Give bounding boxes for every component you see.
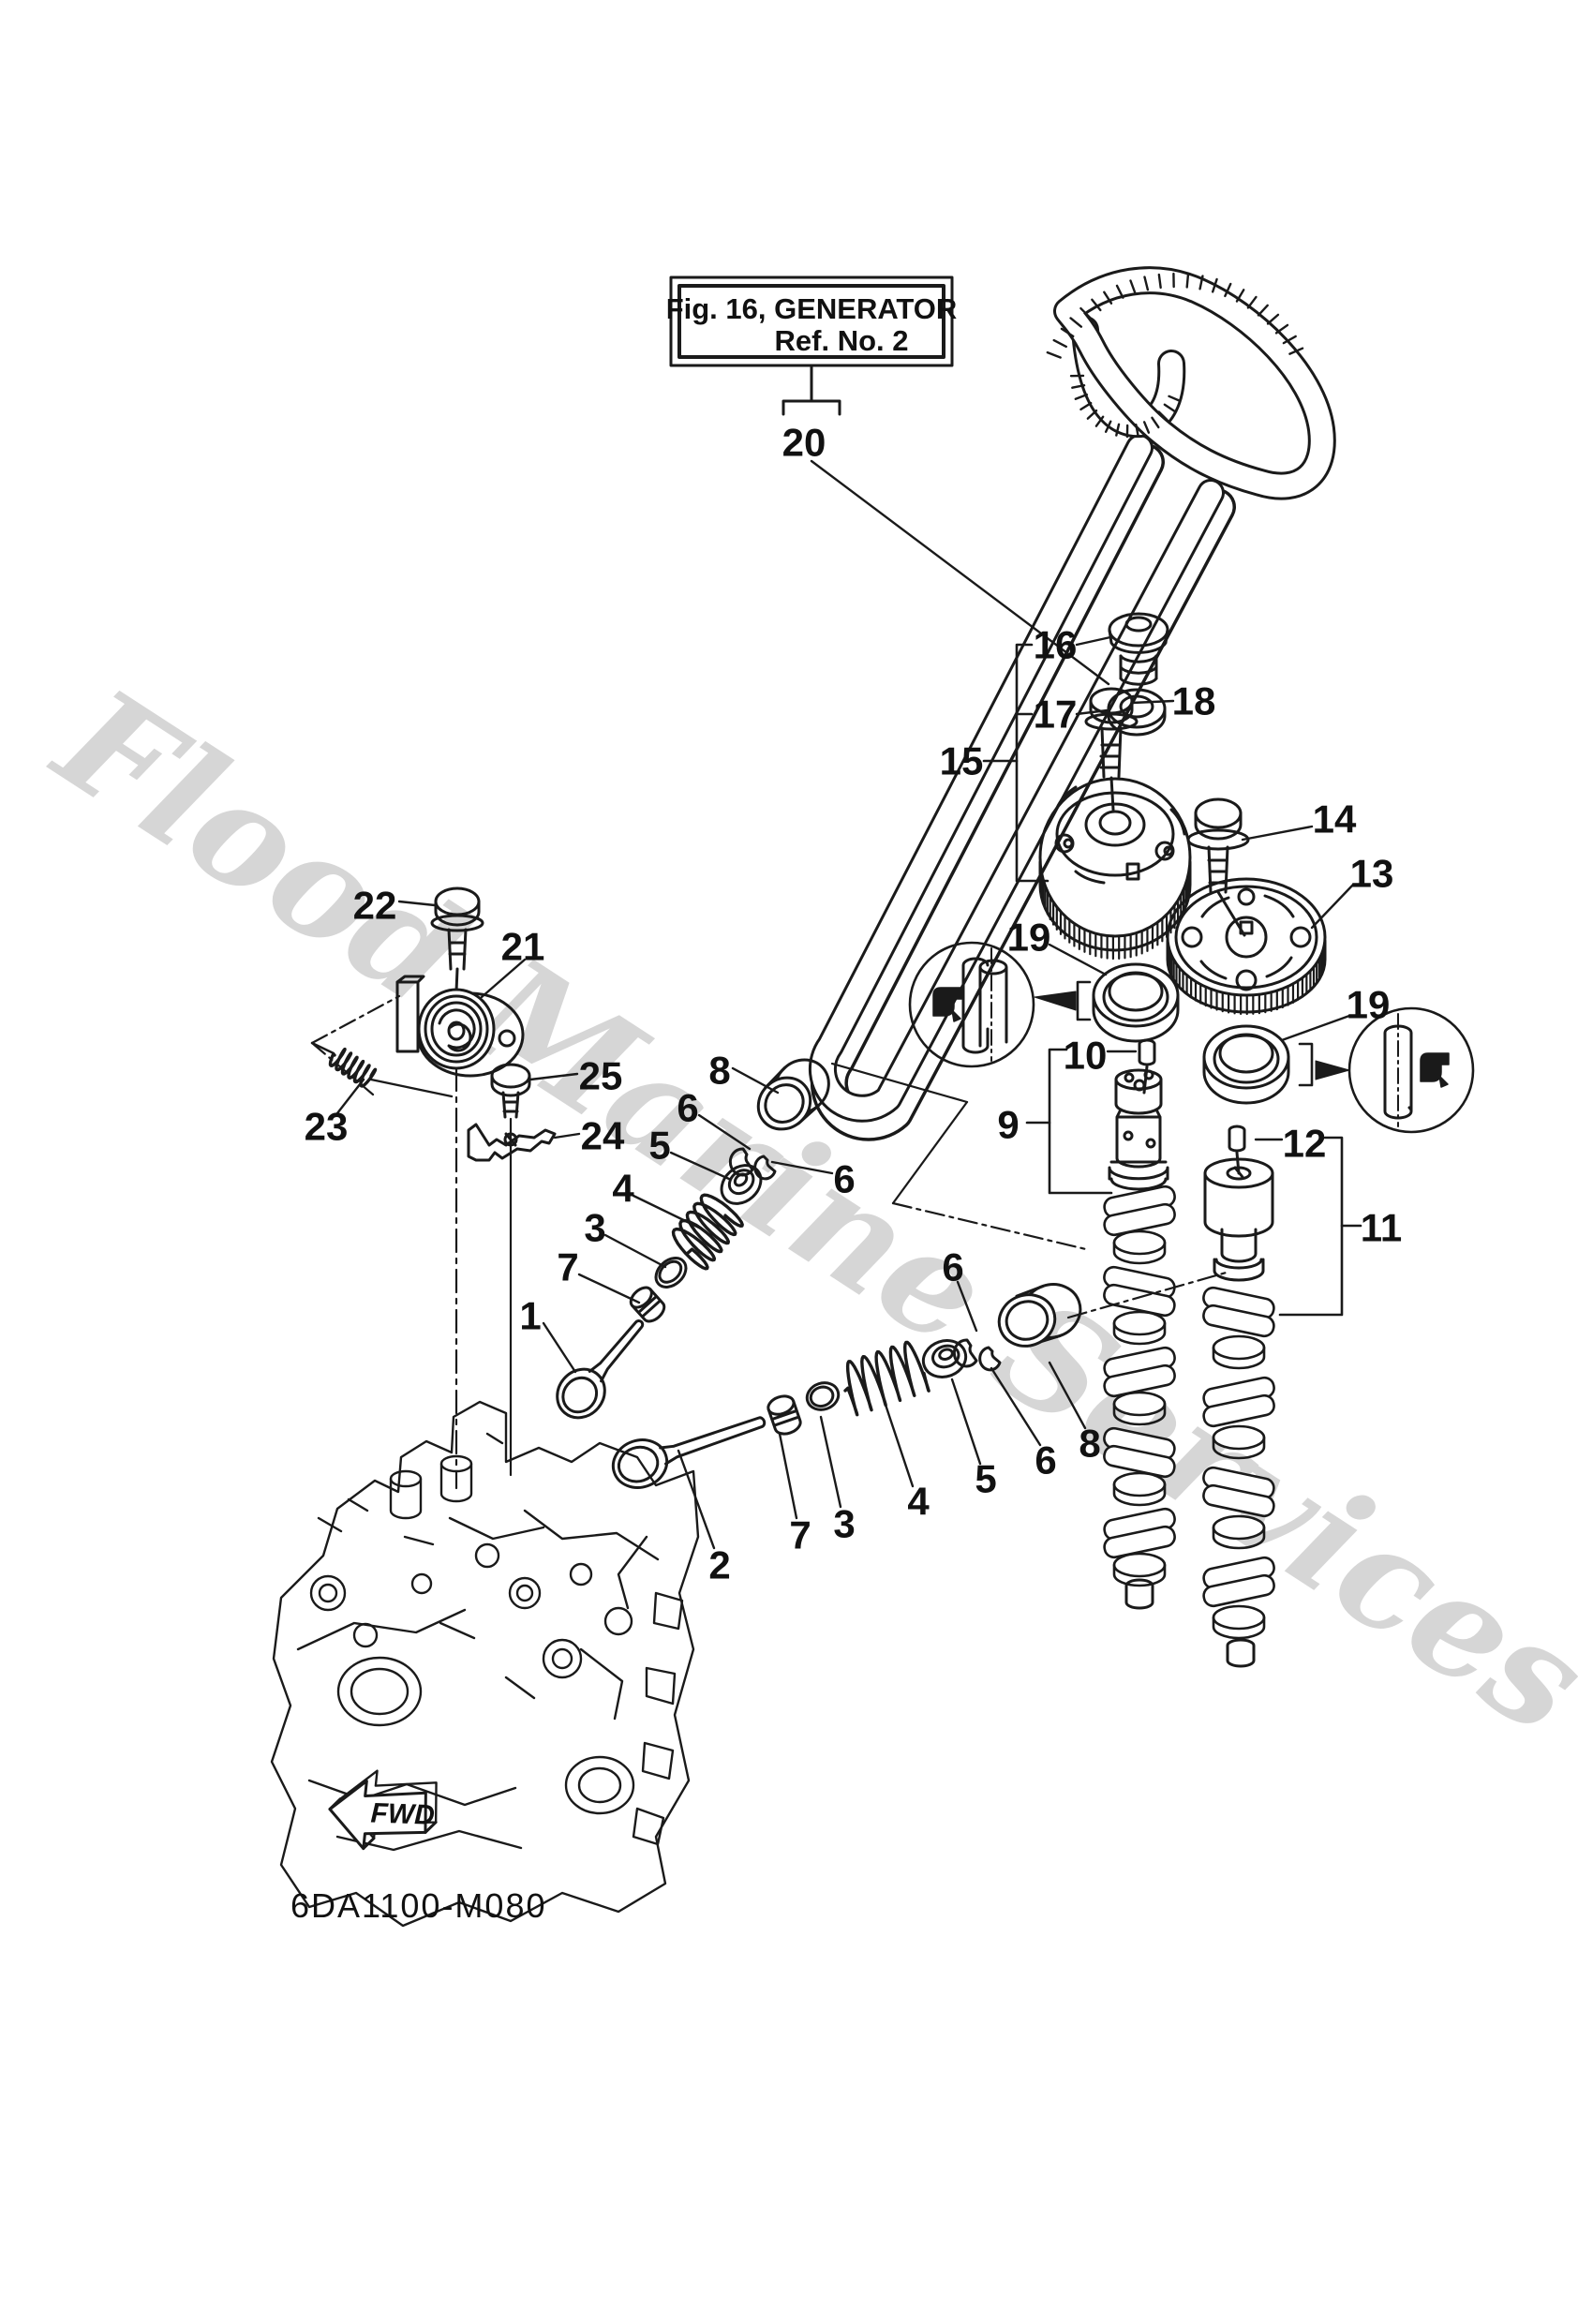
- dowel-pin-10: [1138, 1038, 1156, 1095]
- callout-16-1: 16: [1034, 623, 1078, 667]
- callout-1-24: 1: [519, 1294, 541, 1338]
- callout-25-16: 25: [579, 1054, 623, 1098]
- bracket-11: [1278, 1136, 1362, 1317]
- construction-lines: [310, 994, 1231, 1490]
- figure-reference-box: [669, 276, 954, 416]
- callout-5-31: 5: [975, 1457, 996, 1501]
- callout-11-12: 11: [1361, 1206, 1402, 1250]
- spring-retainer-5b: [921, 1339, 968, 1378]
- callout-19-7: 19: [1007, 916, 1051, 960]
- oil-seal-19-intake: [1092, 962, 1180, 1043]
- callout-10-9: 10: [1064, 1034, 1108, 1078]
- callout-17-2: 17: [1034, 693, 1078, 737]
- callout-8-18: 8: [708, 1049, 730, 1093]
- timing-belt: [808, 266, 1336, 1141]
- drawing-code: 6DA1100-M080: [290, 1886, 547, 1925]
- bracket-15: [982, 643, 1050, 883]
- tensioner-pulley-21: [395, 975, 525, 1078]
- callout-4-21: 4: [612, 1167, 634, 1211]
- camshaft-intake-9: [1103, 1068, 1176, 1610]
- camshaft-sprocket-13: [1166, 877, 1327, 1016]
- callout-6-32: 6: [1035, 1438, 1056, 1482]
- camshaft-exhaust-11: [1202, 1157, 1275, 1668]
- intake-valve-1: [556, 1318, 645, 1420]
- dowel-pin-inset-left: [908, 941, 1077, 1068]
- bolt-22: [430, 886, 484, 993]
- title-box-line2: Ref. No. 2: [775, 324, 909, 357]
- valve-cotters-6a: [728, 1147, 777, 1181]
- callout-12-11: 12: [1283, 1122, 1327, 1166]
- callout-15-4: 15: [940, 739, 984, 783]
- leader-lines: [335, 459, 1355, 1550]
- callout-23-15: 23: [305, 1105, 349, 1149]
- bolt-14: [1186, 797, 1250, 937]
- callout-4-30: 4: [907, 1480, 930, 1524]
- callout-7-23: 7: [557, 1245, 578, 1289]
- callout-6-25: 6: [833, 1157, 855, 1201]
- callout-9-10: 9: [997, 1103, 1019, 1147]
- bracket-9: [1025, 1048, 1113, 1195]
- valve-spring-4b: [843, 1340, 930, 1417]
- seal-bracket-left: [1076, 980, 1092, 1021]
- spring-seat-3b: [805, 1381, 841, 1411]
- callout-21-14: 21: [501, 925, 545, 969]
- callout-5-20: 5: [648, 1124, 670, 1168]
- plug-16: [1108, 612, 1169, 686]
- title-box-line1: Fig. 16, GENERATOR: [666, 292, 958, 325]
- dowel-pin-inset-right: [1315, 1006, 1475, 1134]
- callout-13-6: 13: [1350, 852, 1394, 896]
- cylinder-head-block: [270, 1400, 700, 1928]
- belt-teeth: [1046, 272, 1304, 439]
- callout-2-27: 2: [708, 1543, 730, 1587]
- exhaust-valve-2: [611, 1416, 767, 1489]
- valve-lifter-8b: [997, 1283, 1082, 1348]
- valve-spring-4a: [671, 1193, 744, 1271]
- valve-seal-7a: [629, 1286, 666, 1323]
- valve-seal-7b: [767, 1394, 802, 1436]
- callout-6-19: 6: [677, 1086, 698, 1130]
- spring-seat-3a: [654, 1257, 688, 1289]
- callout-3-29: 3: [833, 1502, 855, 1546]
- dowel-pin-12: [1228, 1125, 1246, 1175]
- fwd-arrow: FWD: [328, 1769, 438, 1851]
- seal-bracket-right: [1298, 1042, 1314, 1087]
- fwd-label: FWD: [370, 1797, 435, 1830]
- callout-24-17: 24: [581, 1114, 625, 1158]
- callout-19-8: 19: [1347, 983, 1391, 1027]
- callout-22-13: 22: [353, 884, 397, 928]
- valve-cotters-6b: [952, 1338, 1002, 1372]
- callout-18-3: 18: [1172, 679, 1216, 723]
- valve-group-exhaust: [611, 1283, 1082, 1489]
- callout-6-26: 6: [942, 1245, 963, 1289]
- callout-3-22: 3: [584, 1206, 605, 1250]
- callout-7-28: 7: [789, 1513, 811, 1557]
- bolt-25: [490, 1063, 531, 1119]
- oil-seal-19-exhaust: [1202, 1024, 1290, 1105]
- callout-14-5: 14: [1313, 797, 1357, 842]
- callout-8-33: 8: [1079, 1422, 1100, 1466]
- vvt-sprocket-15: [1038, 777, 1192, 961]
- callout-20-0: 20: [782, 421, 826, 465]
